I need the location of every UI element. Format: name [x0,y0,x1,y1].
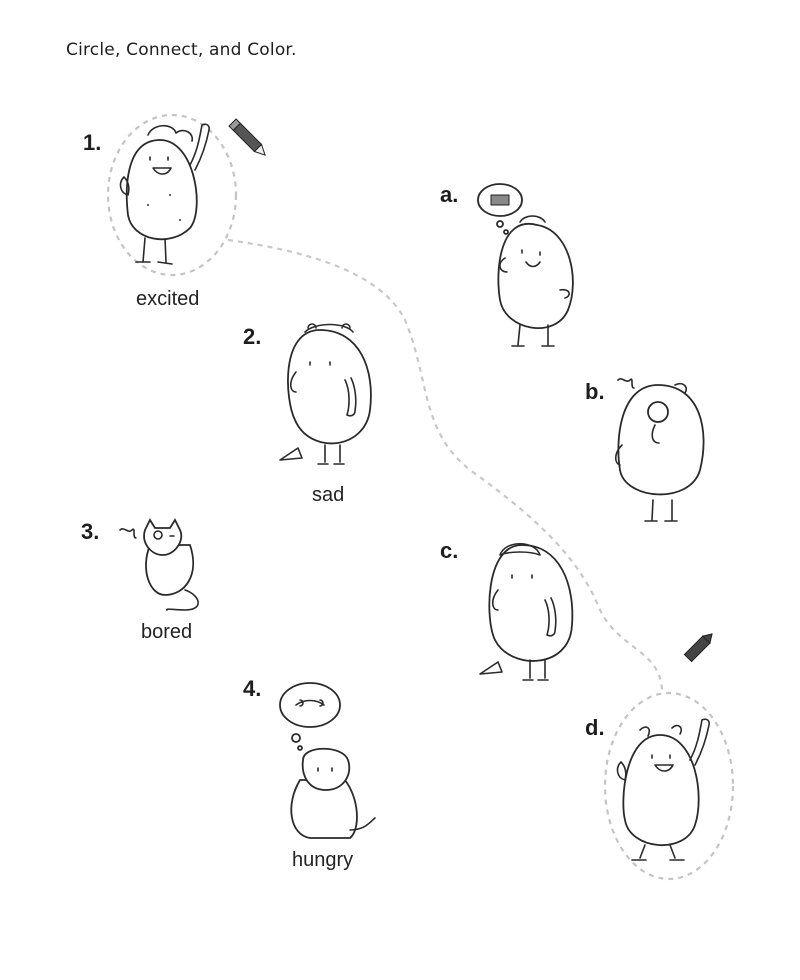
item-number-2: 2. [243,324,262,349]
instructions: Circle, Connect, and Color. [66,40,297,60]
excited-potato-d [616,718,710,861]
sad-potato-2 [279,323,372,465]
answer-circle-1 [106,113,238,277]
sad-potato-c [479,542,574,681]
connecting-line [227,238,664,691]
word-hungry: hungry [292,849,354,871]
item-number-1: 1. [83,130,102,155]
word-bored: bored [141,621,193,643]
item-number-4: 4. [243,676,262,701]
item-letter-d: d. [585,715,605,740]
answer-circle-d [603,691,735,881]
item-letter-b: b. [585,379,605,404]
bored-cat-3 [119,518,199,611]
crayon-icon [683,633,713,663]
bored-potato-b [614,378,705,522]
hungry-potato-a [477,183,574,347]
item-letter-c: c. [440,538,459,563]
hungry-dog-4 [279,682,376,839]
excited-potato-1 [119,123,210,265]
word-excited: excited [136,288,200,310]
item-letter-a: a. [440,182,459,207]
pencil-icon [228,118,266,156]
word-sad: sad [312,484,345,506]
item-number-3: 3. [81,519,100,544]
